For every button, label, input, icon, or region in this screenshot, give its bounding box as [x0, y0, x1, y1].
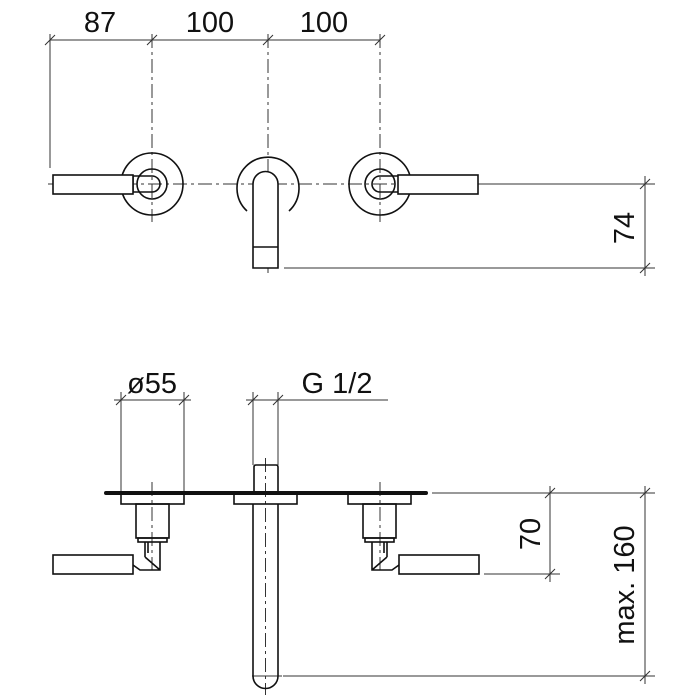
- dim-100-a: 100: [186, 7, 234, 39]
- dim-74: 74: [609, 212, 641, 244]
- dim-87: 87: [84, 7, 116, 39]
- left-handle-top: [52, 152, 184, 216]
- spout-side: [233, 464, 298, 690]
- side-dimension-lines: [114, 392, 655, 695]
- right-handle-top: [348, 152, 479, 216]
- dim-70: 70: [515, 518, 547, 550]
- spout-top: [236, 156, 300, 269]
- side-view: ø55 G 1/2 70 max. 160: [52, 368, 655, 695]
- right-handle-side: [347, 493, 480, 575]
- dim-100-b: 100: [300, 7, 348, 39]
- top-dimension-lines: [44, 34, 655, 276]
- dim-thread-g12: G 1/2: [302, 368, 373, 400]
- top-view: 87 100 100 74: [44, 7, 655, 276]
- dim-max-160: max. 160: [609, 525, 641, 644]
- dim-diameter-55: ø55: [127, 368, 177, 400]
- left-handle-side: [52, 493, 185, 575]
